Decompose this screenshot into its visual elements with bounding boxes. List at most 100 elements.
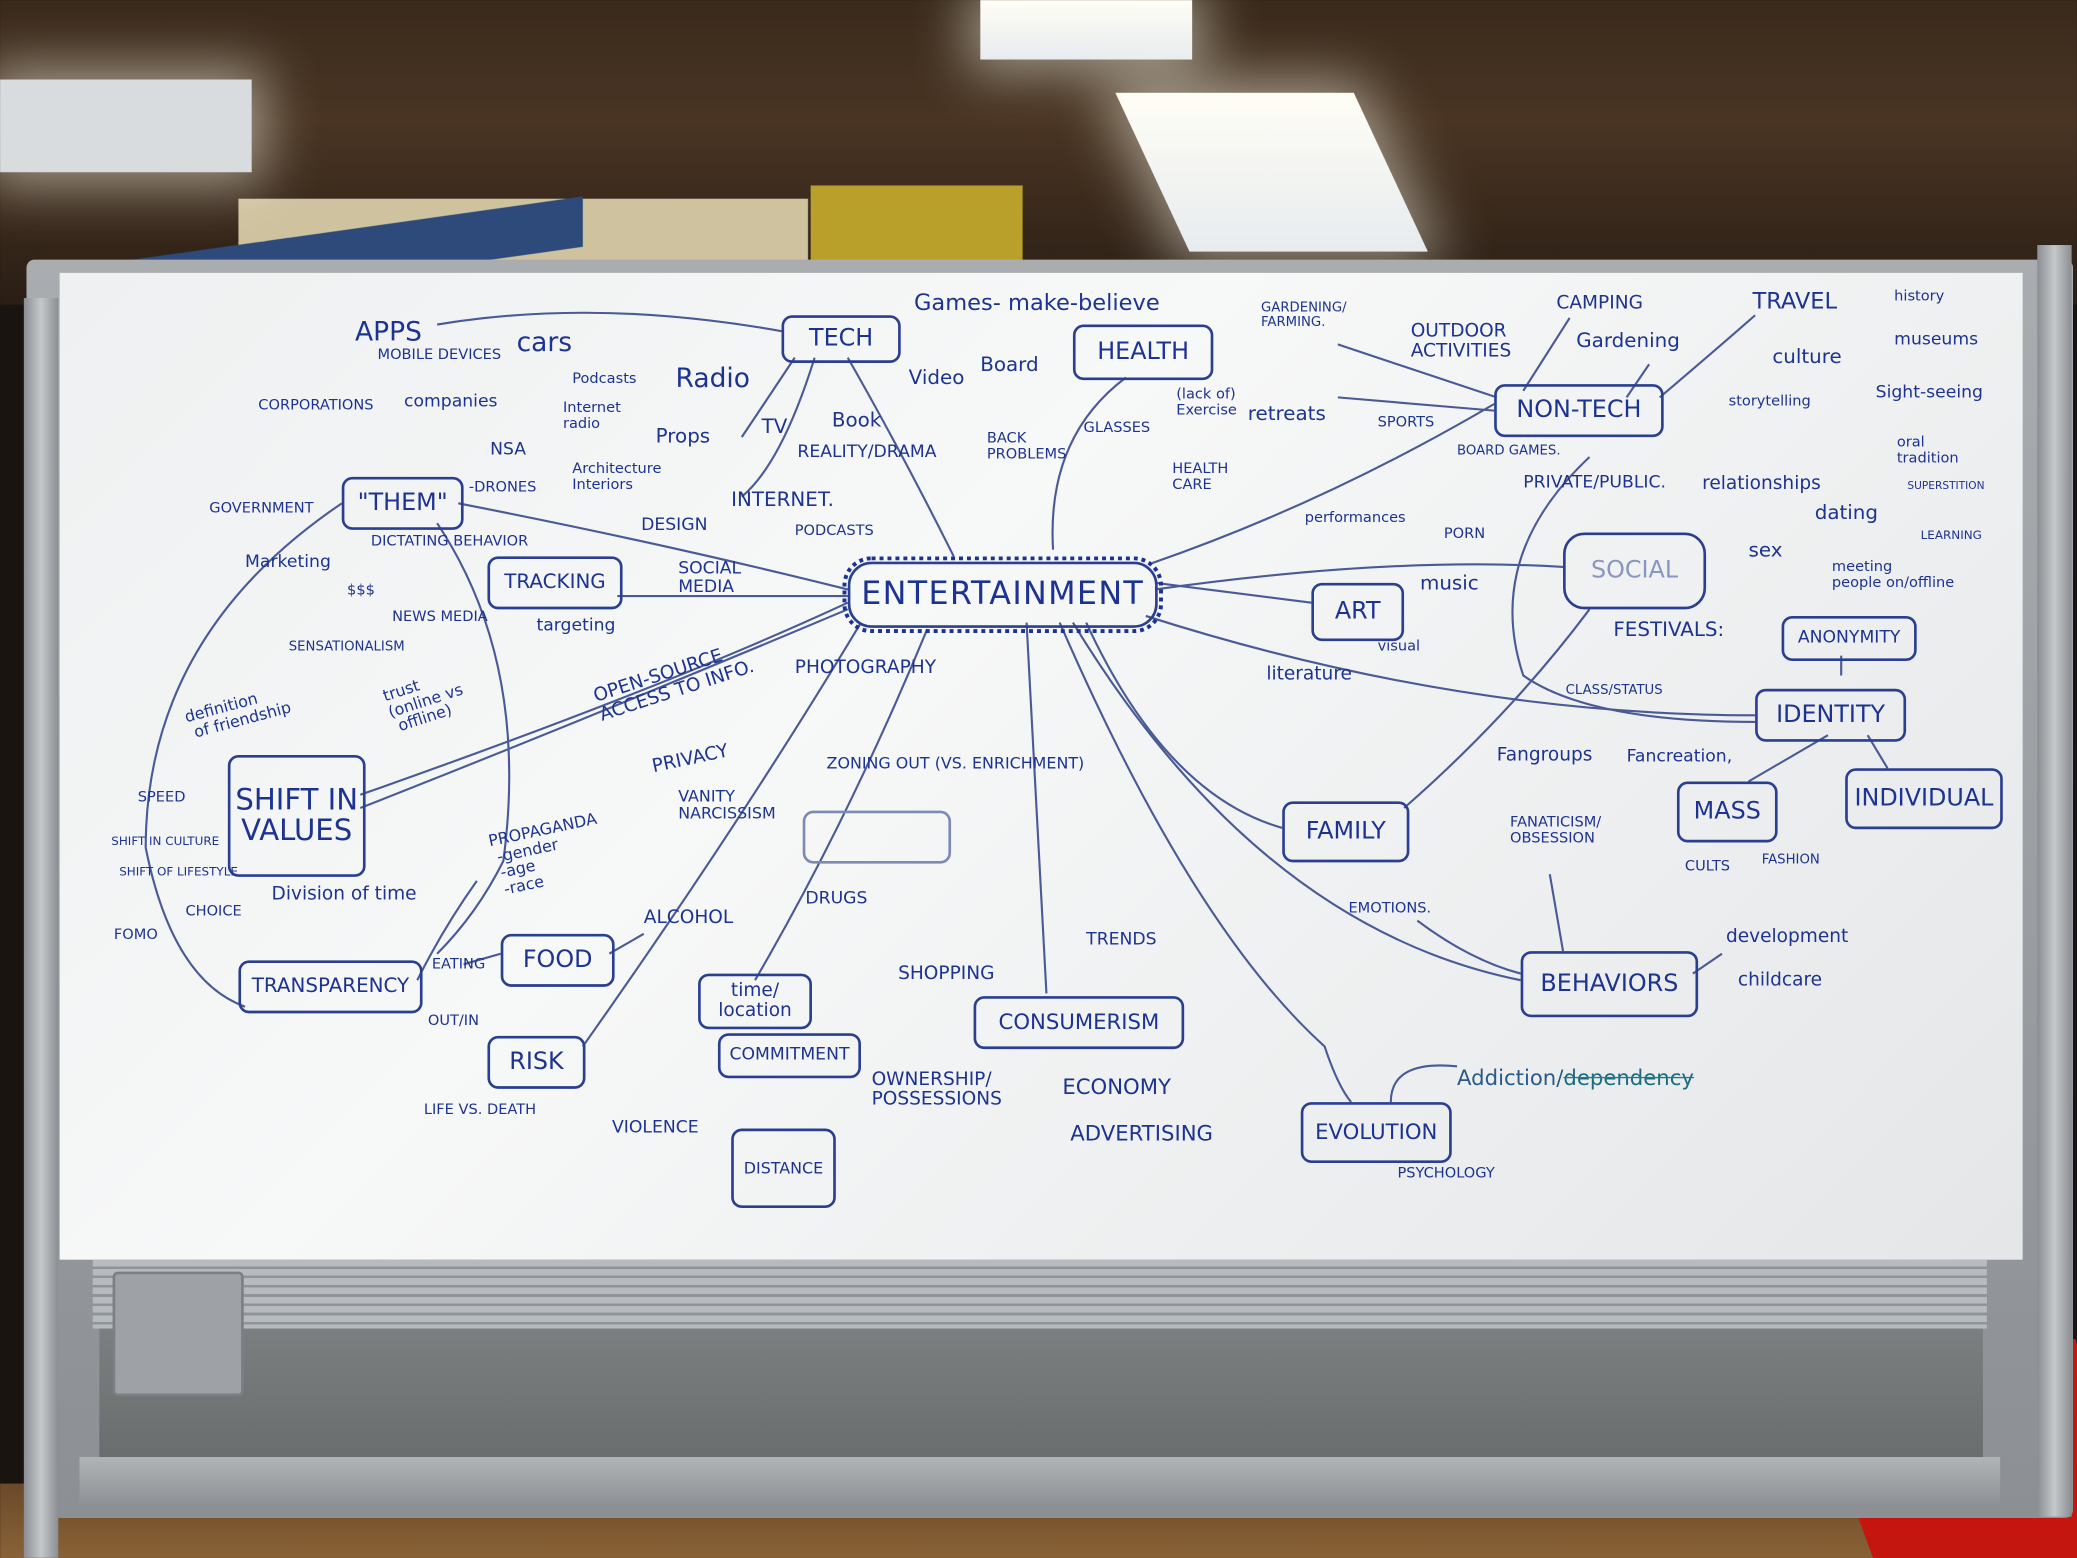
left-stand-pole bbox=[23, 298, 59, 1558]
label-culture: culture bbox=[1772, 344, 1842, 369]
label-targeting: targeting bbox=[536, 615, 616, 636]
label-visual: visual bbox=[1377, 637, 1421, 655]
connector-line bbox=[436, 311, 782, 333]
connector-line bbox=[359, 601, 849, 796]
label-book: Book bbox=[831, 407, 882, 432]
label-music: music bbox=[1419, 570, 1479, 595]
label-addiction: Addiction/dependency bbox=[1457, 1066, 1694, 1090]
label-photography: PHOTOGRAPHY bbox=[794, 657, 937, 679]
label-porn: PORN bbox=[1443, 524, 1486, 542]
label-museums: museums bbox=[1894, 329, 1979, 350]
ceiling-light bbox=[980, 0, 1193, 60]
node-social: SOCIAL bbox=[1563, 532, 1707, 610]
label-health-care: HEALTH CARE bbox=[1172, 459, 1229, 493]
bottom-rail bbox=[79, 1457, 2001, 1505]
label-marketing: Marketing bbox=[245, 552, 331, 573]
label-internet: INTERNET. bbox=[731, 487, 834, 512]
label-childcare: childcare bbox=[1737, 969, 1823, 991]
label-eating: EATING bbox=[431, 955, 486, 973]
connector-line bbox=[1747, 734, 1829, 783]
label-dating: dating bbox=[1814, 500, 1879, 525]
connector-line bbox=[1152, 403, 1495, 564]
label-retreats: retreats bbox=[1247, 401, 1326, 426]
label-psychology: PSYCHOLOGY bbox=[1397, 1164, 1495, 1182]
connector-line bbox=[1051, 376, 1127, 550]
node-transparency: TRANSPARENCY bbox=[238, 960, 423, 1014]
label-storytelling: storytelling bbox=[1728, 392, 1811, 410]
node-art: ART bbox=[1311, 582, 1405, 642]
label-development: development bbox=[1725, 925, 1849, 948]
node-tracking: TRACKING bbox=[487, 556, 623, 610]
connector-line bbox=[436, 522, 511, 955]
connector-line bbox=[1145, 614, 1756, 717]
label-private-public: PRIVATE/PUBLIC. bbox=[1523, 472, 1667, 493]
connector-line bbox=[846, 357, 955, 557]
node-food: FOOD bbox=[500, 933, 615, 987]
node-identity: IDENTITY bbox=[1755, 688, 1907, 742]
label-gardening: Gardening bbox=[1576, 328, 1680, 353]
label-shopping: SHOPPING bbox=[898, 962, 995, 985]
connector-line bbox=[608, 932, 645, 955]
label-sight-seeing: Sight-seeing bbox=[1875, 382, 1983, 403]
label-out-in: OUT/IN bbox=[427, 1011, 479, 1030]
label-shift-of-lifestyle: SHIFT OF LIFESTYLE bbox=[119, 866, 238, 880]
connector-line bbox=[463, 952, 501, 966]
label-meeting-people: meeting people on/offline bbox=[1831, 557, 1955, 591]
label-dictating-behavior: DICTATING BEHAVIOR bbox=[370, 532, 529, 550]
connector-line bbox=[416, 880, 478, 981]
connector-line bbox=[1337, 396, 1495, 412]
label-sports: SPORTS bbox=[1377, 413, 1435, 431]
label-superstition: SUPERSTITION bbox=[1907, 479, 1985, 492]
node-consumerism: CONSUMERISM bbox=[973, 996, 1185, 1050]
label-literature: literature bbox=[1266, 663, 1352, 685]
label-video: Video bbox=[908, 365, 965, 390]
connector-line bbox=[754, 628, 929, 981]
node-erased bbox=[802, 810, 952, 864]
connector-line bbox=[1511, 456, 1756, 723]
label-glasses: GLASSES bbox=[1083, 418, 1151, 436]
label-exercise: (lack of) Exercise bbox=[1176, 385, 1237, 418]
node-mass: MASS bbox=[1676, 781, 1778, 843]
node-shift-in-values: SHIFT IN VALUES bbox=[227, 755, 366, 877]
label-fangroups: Fangroups bbox=[1496, 744, 1593, 766]
label-reality-drama: REALITY/DRAMA bbox=[797, 442, 937, 463]
label-outdoor-activities: OUTDOOR ACTIVITIES bbox=[1410, 320, 1512, 362]
node-health: HEALTH bbox=[1072, 324, 1214, 381]
label-alcohol: ALCOHOL bbox=[643, 907, 734, 929]
node-tech: TECH bbox=[781, 315, 901, 363]
eraser-holder bbox=[112, 1271, 244, 1397]
connector-line bbox=[1659, 314, 1756, 399]
label-fomo: FOMO bbox=[113, 925, 158, 944]
label-emotions: EMOTIONS. bbox=[1348, 899, 1432, 917]
label-board: Board bbox=[980, 352, 1039, 377]
connector-line bbox=[144, 502, 343, 1008]
label-class-status: CLASS/STATUS bbox=[1565, 683, 1663, 699]
label-radio: Radio bbox=[675, 361, 750, 394]
connector-line bbox=[1548, 874, 1565, 952]
connector-line bbox=[1058, 622, 1352, 1103]
label-board-games: BOARD GAMES. bbox=[1457, 443, 1561, 459]
label-cars: cars bbox=[516, 325, 573, 358]
label-life-vs-death: LIFE VS. DEATH bbox=[423, 1100, 537, 1118]
node-individual: INDIVIDUAL bbox=[1845, 768, 2003, 830]
label-drugs: DRUGS bbox=[805, 888, 868, 909]
label-sensationalism: SENSATIONALISM bbox=[288, 639, 405, 655]
connector-line bbox=[1522, 317, 1571, 392]
connector-line bbox=[1337, 343, 1498, 399]
label-corporations: CORPORATIONS bbox=[258, 396, 374, 414]
label-fanaticism: FANATICISM/ OBSESSION bbox=[1510, 813, 1602, 846]
label-zoning-out: ZONING OUT (VS. ENRICHMENT) bbox=[826, 753, 1085, 773]
label-ownership: OWNERSHIP/ POSSESSIONS bbox=[871, 1068, 1002, 1110]
label-travel: TRAVEL bbox=[1752, 288, 1838, 316]
label-apps: APPS bbox=[354, 315, 422, 348]
label-relationships: relationships bbox=[1702, 472, 1821, 495]
label-news-media: NEWS MEDIA bbox=[392, 607, 488, 626]
label-economy: ECONOMY bbox=[1062, 1074, 1171, 1100]
label-nsa: NSA bbox=[490, 439, 527, 460]
node-behaviors: BEHAVIORS bbox=[1520, 951, 1699, 1018]
label-tv: TV bbox=[761, 414, 788, 439]
label-architecture: Architecture Interiors bbox=[572, 459, 662, 493]
label-props: Props bbox=[655, 423, 711, 448]
connector-line bbox=[1403, 608, 1591, 809]
